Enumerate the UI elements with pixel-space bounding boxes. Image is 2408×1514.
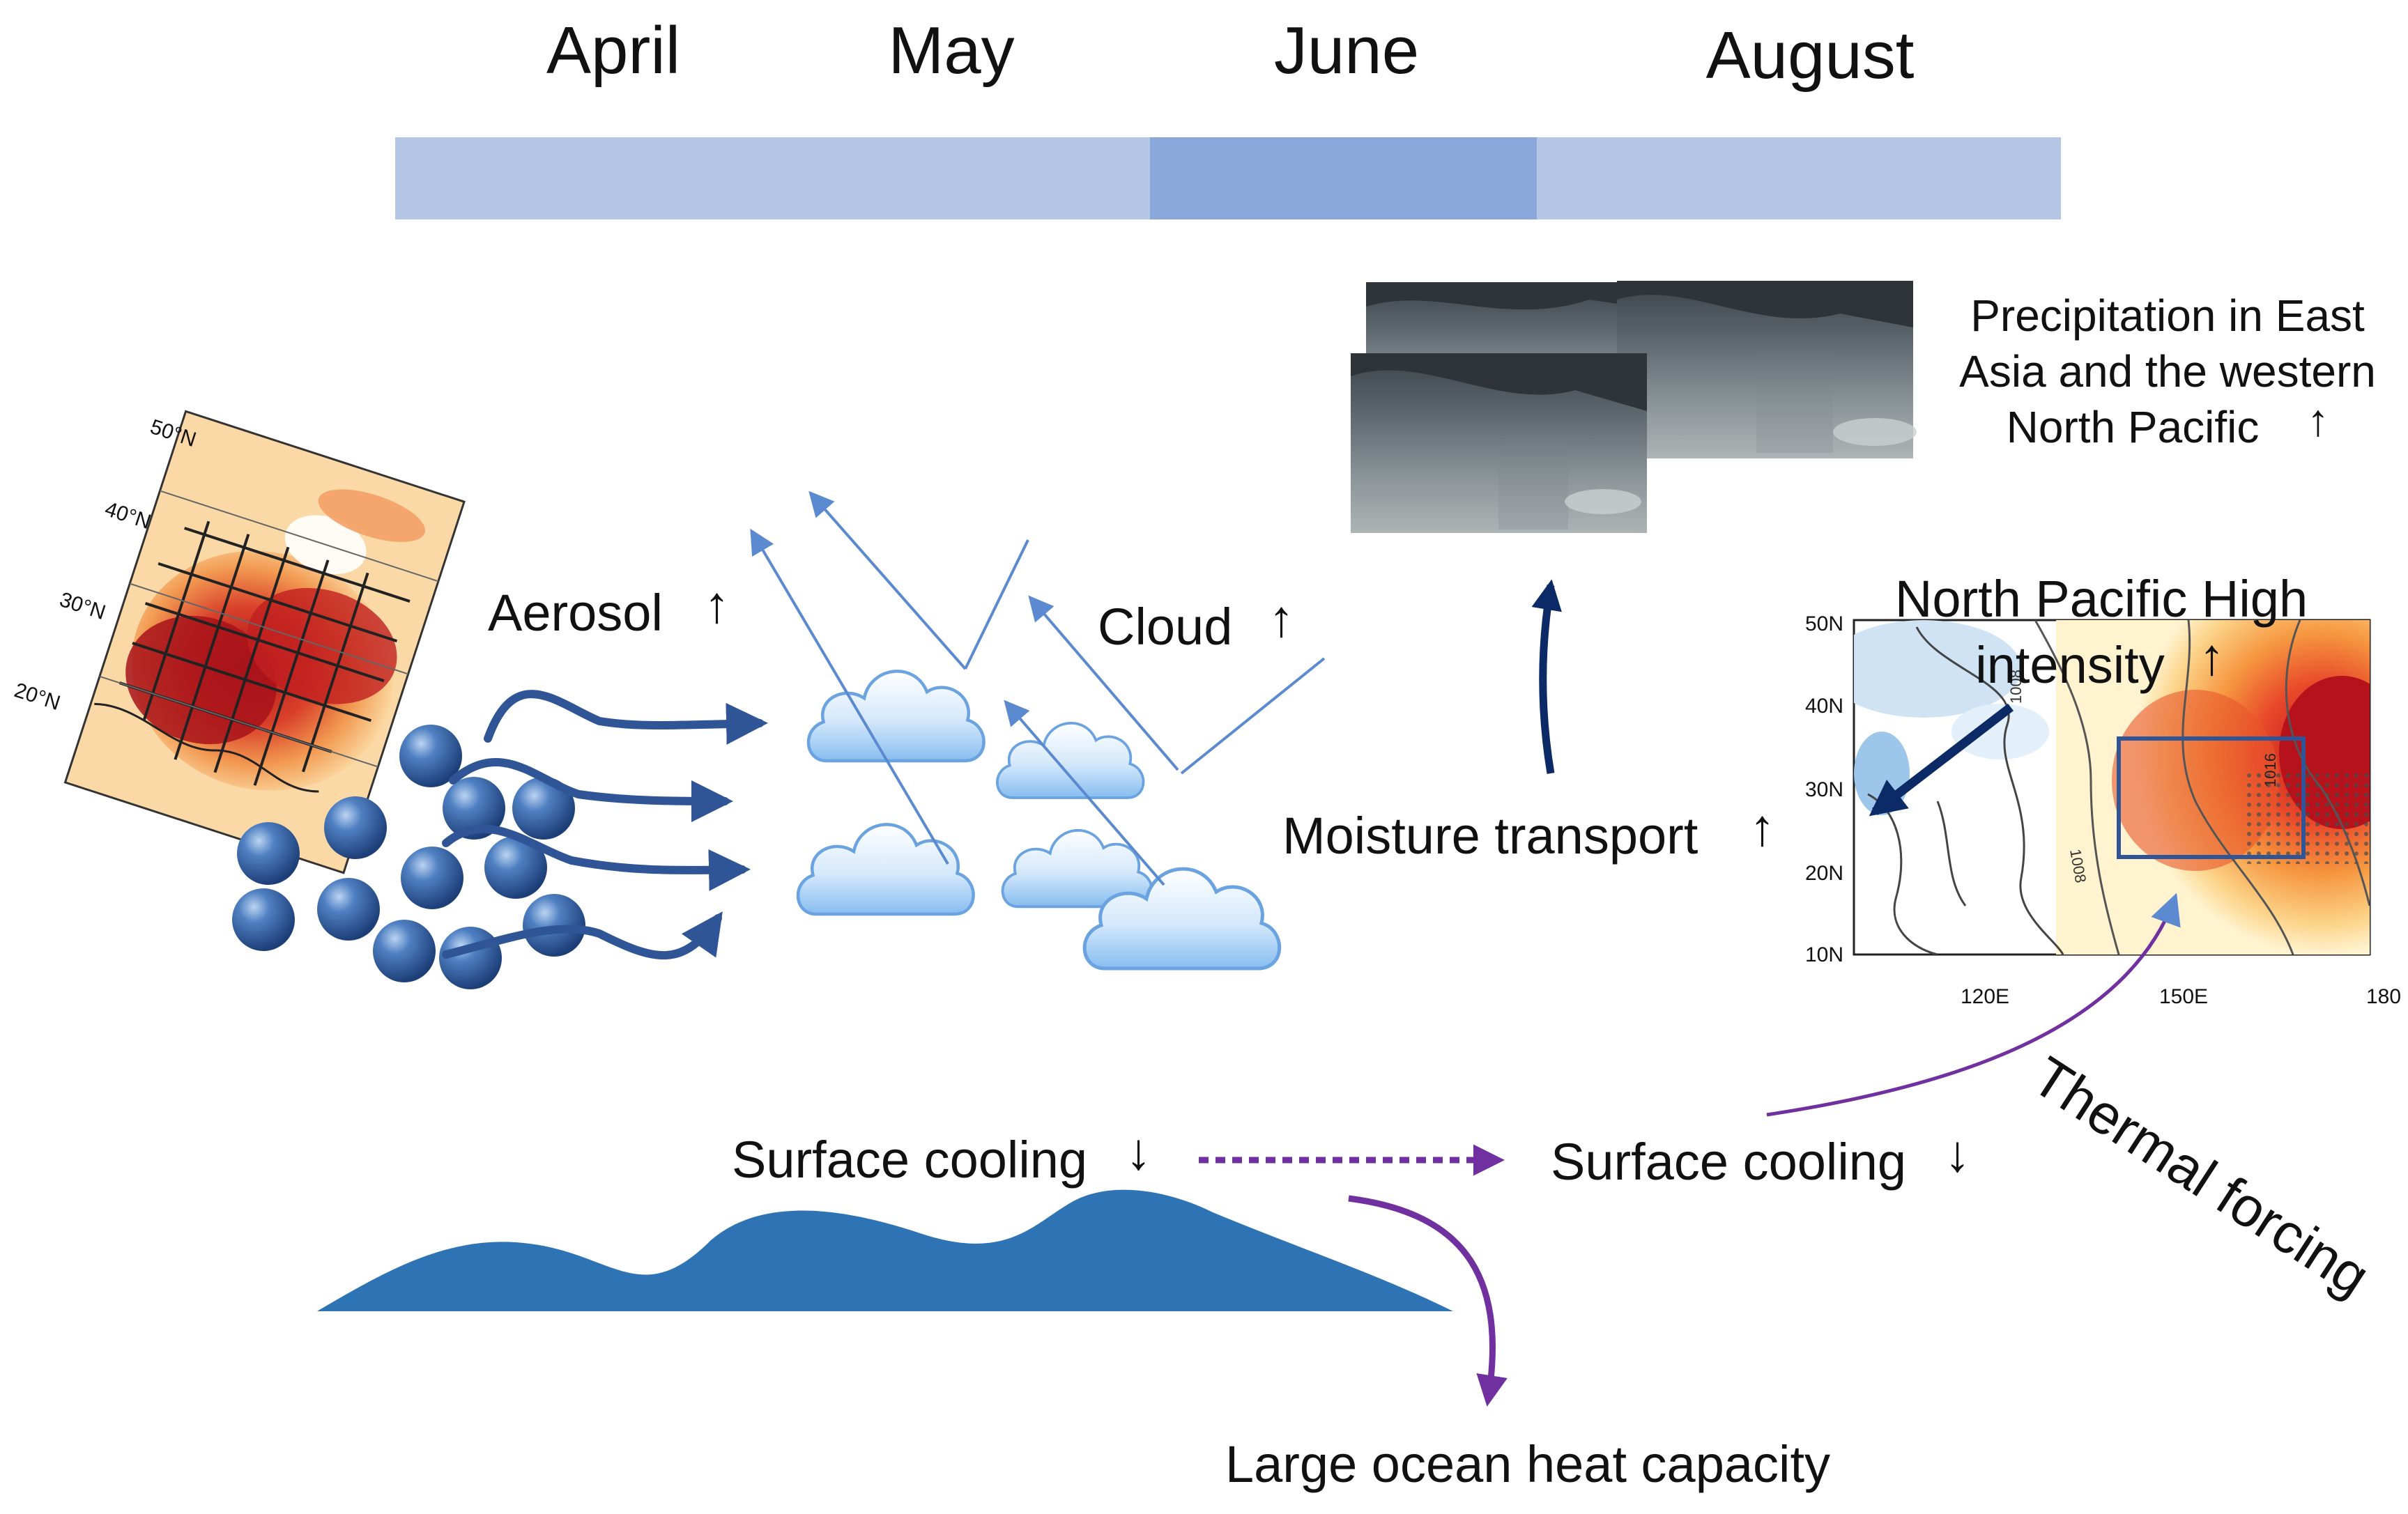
moisture-up-arrow: ↑	[1749, 798, 1775, 856]
lat-10n: 10N	[1805, 943, 1843, 966]
aerosol-up-arrow: ↑	[704, 576, 730, 633]
lat-40n: 40N	[1805, 695, 1843, 718]
contour-label-2: 1016	[2262, 753, 2279, 787]
surface-cooling-right-down-arrow: ↓	[1945, 1125, 1970, 1182]
thermal-forcing-label: Thermal forcing	[2022, 1045, 2381, 1308]
precip-line-3: North Pacific	[2007, 402, 2260, 452]
north-pacific-map: 1008 1016 1008 50N 40N 30N 20N 10N 120E …	[1805, 612, 2401, 1008]
china-lat-20n: 20°N	[11, 679, 63, 715]
month-may: May	[888, 13, 1014, 88]
china-lat-40n: 40°N	[102, 497, 153, 534]
timeline-bar-june-highlight	[1150, 137, 1537, 219]
month-august: August	[1706, 18, 1915, 93]
lat-20n: 20N	[1805, 862, 1843, 885]
cloud-cluster	[798, 671, 1280, 968]
china-lat-30n: 30°N	[56, 588, 108, 624]
nph-index-box	[2117, 736, 2306, 859]
sunlight-rays	[750, 490, 1326, 886]
cloud-label: Cloud	[1098, 598, 1232, 656]
precip-line-2: Asia and the western	[1959, 346, 2376, 396]
thermal-forcing-arrow	[1766, 893, 2181, 1117]
surface-cooling-right: Surface cooling	[1551, 1133, 1906, 1191]
lat-50n: 50N	[1805, 612, 1843, 635]
ocean-heat-arrow	[1348, 1195, 1508, 1407]
ocean-heat-capacity-label: Large ocean heat capacity	[1225, 1435, 1830, 1493]
surface-cooling-left: Surface cooling	[732, 1131, 1087, 1189]
nph-label-line-1: North Pacific High	[1895, 570, 2308, 628]
surface-cooling-left-down-arrow: ↓	[1126, 1122, 1151, 1180]
pacific-lat-labels: 50N 40N 30N 20N 10N	[1805, 612, 1843, 966]
precip-up-arrow: ↑	[2307, 395, 2329, 445]
precip-line-1: Precipitation in East	[1970, 291, 2365, 341]
month-june: June	[1274, 13, 1419, 88]
china-aerosol-map	[63, 410, 466, 874]
pacific-lon-labels: 120E 150E 180	[1961, 985, 2401, 1008]
month-april: April	[546, 13, 680, 88]
moisture-transport-label: Moisture transport	[1282, 807, 1698, 865]
lat-30n: 30N	[1805, 778, 1843, 801]
rain-photo-back-right	[1617, 281, 1917, 458]
cloud-up-arrow: ↑	[1268, 589, 1294, 647]
moisture-transport-arrow	[1531, 579, 1562, 774]
nph-label-line-2: intensity	[1975, 636, 2164, 694]
lon-150e: 150E	[2159, 985, 2208, 1008]
rain-photos	[1351, 281, 1917, 533]
contour-label-1: 1008	[2007, 670, 2025, 704]
aerosol-label: Aerosol	[488, 584, 663, 642]
rain-photo-front	[1351, 353, 1647, 533]
lon-120e: 120E	[1961, 985, 2009, 1008]
timeline: April May June August	[395, 13, 2061, 219]
ocean-surface	[317, 1189, 1453, 1311]
aerosol-particles	[232, 725, 585, 989]
nph-up-arrow: ↑	[2199, 628, 2225, 686]
aerosol-flow-arrows	[442, 690, 768, 960]
precipitation-label: Precipitation in East Asia and the weste…	[1959, 291, 2376, 452]
nph-wind-arrow	[1869, 703, 2014, 817]
lon-180: 180	[2366, 985, 2401, 1008]
